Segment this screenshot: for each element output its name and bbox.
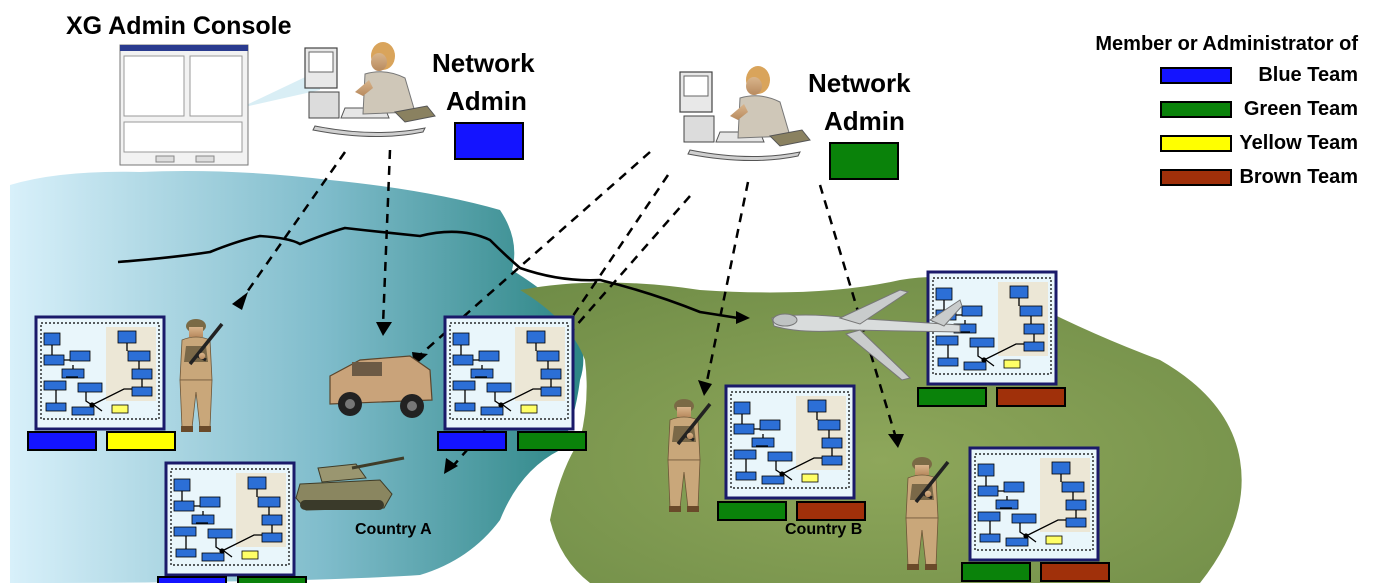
console-title: XG Admin Console: [66, 12, 292, 40]
legend-label-green: Green Team: [1243, 97, 1358, 120]
admin-1-label-line2: Admin: [446, 86, 527, 116]
admin-2-label-line1: Network: [808, 68, 911, 98]
admin-2-team-box: [829, 142, 899, 180]
legend-swatch-blue: [1160, 66, 1232, 84]
network-map-window: [34, 315, 166, 431]
admin-1-label-line1: Network: [432, 48, 535, 78]
legend-swatch-yellow: [1160, 134, 1232, 152]
team-bar-green: [717, 501, 787, 521]
admin-console-window: [119, 44, 249, 166]
legend-item-yellow: Yellow Team: [1160, 132, 1358, 154]
legend-item-brown: Brown Team: [1160, 166, 1358, 188]
legend-title: Member or Administrator of: [1095, 33, 1358, 55]
network-map-window: [724, 384, 856, 500]
network-map-window: [968, 446, 1100, 562]
team-bar-brown: [796, 501, 866, 521]
team-bar-green: [917, 387, 987, 407]
country-a-label: Country A: [355, 521, 432, 538]
uav-aircraft: [771, 289, 963, 381]
admin-1-label: Network Admin: [432, 44, 535, 120]
team-bar-blue: [437, 431, 507, 451]
legend-label-brown: Brown Team: [1239, 165, 1358, 188]
country-b-label: Country B: [785, 521, 863, 538]
legend-swatch-green: [1160, 100, 1232, 118]
network-admin-1-figure: [304, 41, 436, 138]
legend-swatch-brown: [1160, 168, 1232, 186]
network-map-window: [443, 315, 575, 431]
admin-2-label: Network Admin: [808, 64, 911, 140]
legend-label-yellow: Yellow Team: [1239, 131, 1358, 154]
tank-vehicle: [295, 456, 405, 511]
admin-1-team-box: [454, 122, 524, 160]
legend-label-blue: Blue Team: [1258, 63, 1358, 86]
border-line: [117, 226, 739, 320]
team-bar-green: [517, 431, 587, 451]
network-map-window: [164, 461, 296, 577]
team-membership-bars: [27, 387, 1110, 583]
team-bar-green: [961, 562, 1031, 582]
team-bar-brown: [996, 387, 1066, 407]
humvee-vehicle: [329, 355, 433, 418]
network-admin-2-figure: [679, 65, 811, 162]
team-bar-blue: [27, 431, 97, 451]
admin-2-label-line2: Admin: [824, 106, 905, 136]
country-a-region: [10, 171, 584, 583]
team-bar-yellow: [106, 431, 176, 451]
legend-item-blue: Blue Team: [1160, 64, 1358, 86]
team-bar-blue: [157, 576, 227, 583]
legend-item-green: Green Team: [1160, 98, 1358, 120]
team-bar-brown: [1040, 562, 1110, 582]
team-bar-green: [237, 576, 307, 583]
